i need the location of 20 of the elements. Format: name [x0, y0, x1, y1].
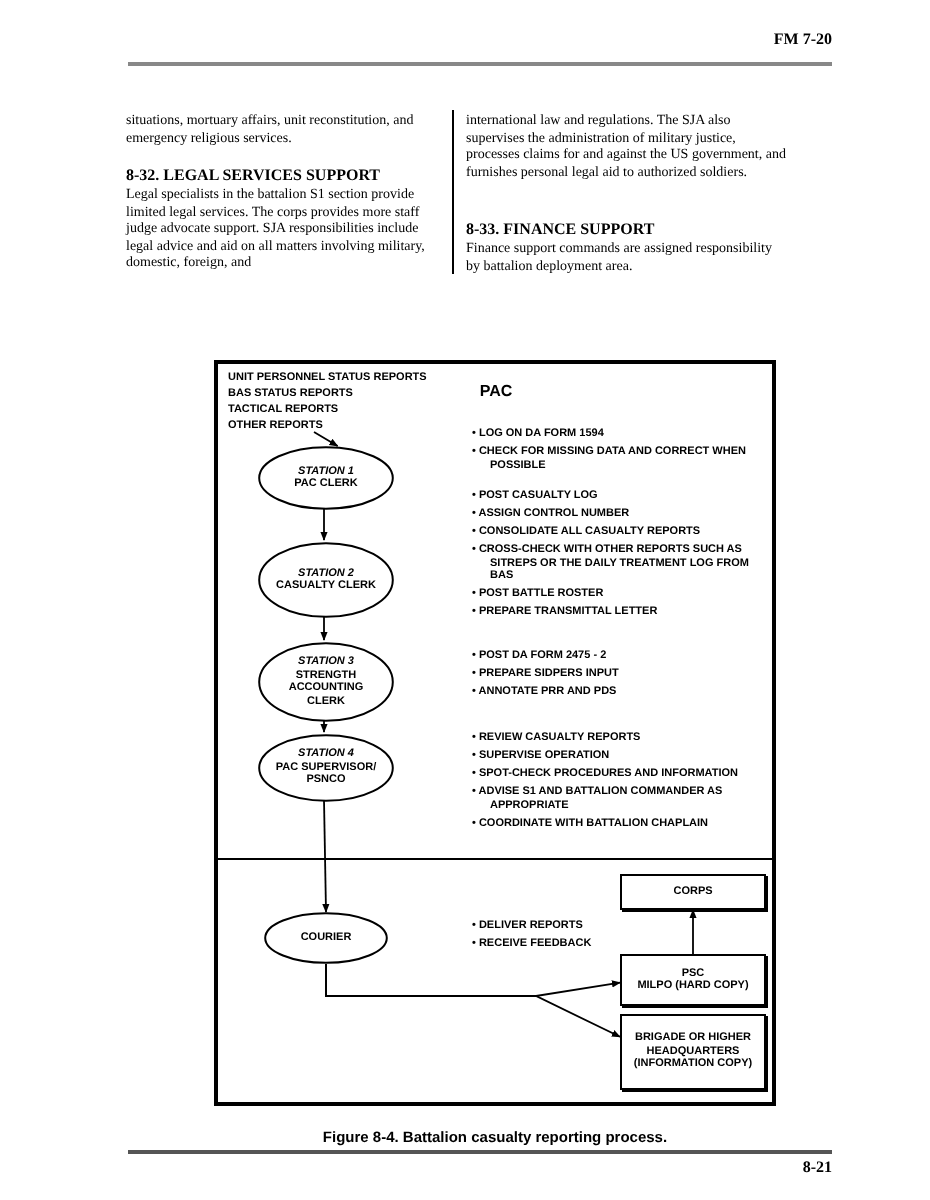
arrow — [325, 963, 621, 1038]
destination-box — [620, 874, 766, 910]
station-ellipse — [264, 912, 388, 964]
arrow — [320, 615, 328, 641]
arrow — [322, 799, 330, 913]
station-ellipse — [258, 734, 394, 802]
arrow — [320, 507, 328, 541]
arrow — [313, 431, 339, 447]
station-ellipse — [258, 446, 394, 510]
arrow — [689, 909, 697, 955]
station-ellipse — [258, 542, 394, 618]
destination-box — [620, 954, 766, 1006]
arrow — [320, 719, 328, 733]
page-header: FM 7-20 — [771, 28, 832, 52]
section-heading: 8-33. FINANCE SUPPORT — [466, 218, 657, 242]
page-number: 8-21 — [800, 1156, 832, 1180]
destination-box — [620, 1014, 766, 1090]
section-heading: 8-32. LEGAL SERVICES SUPPORT — [126, 164, 383, 188]
station-ellipse — [258, 642, 394, 722]
frame-title: PAC — [477, 380, 515, 404]
